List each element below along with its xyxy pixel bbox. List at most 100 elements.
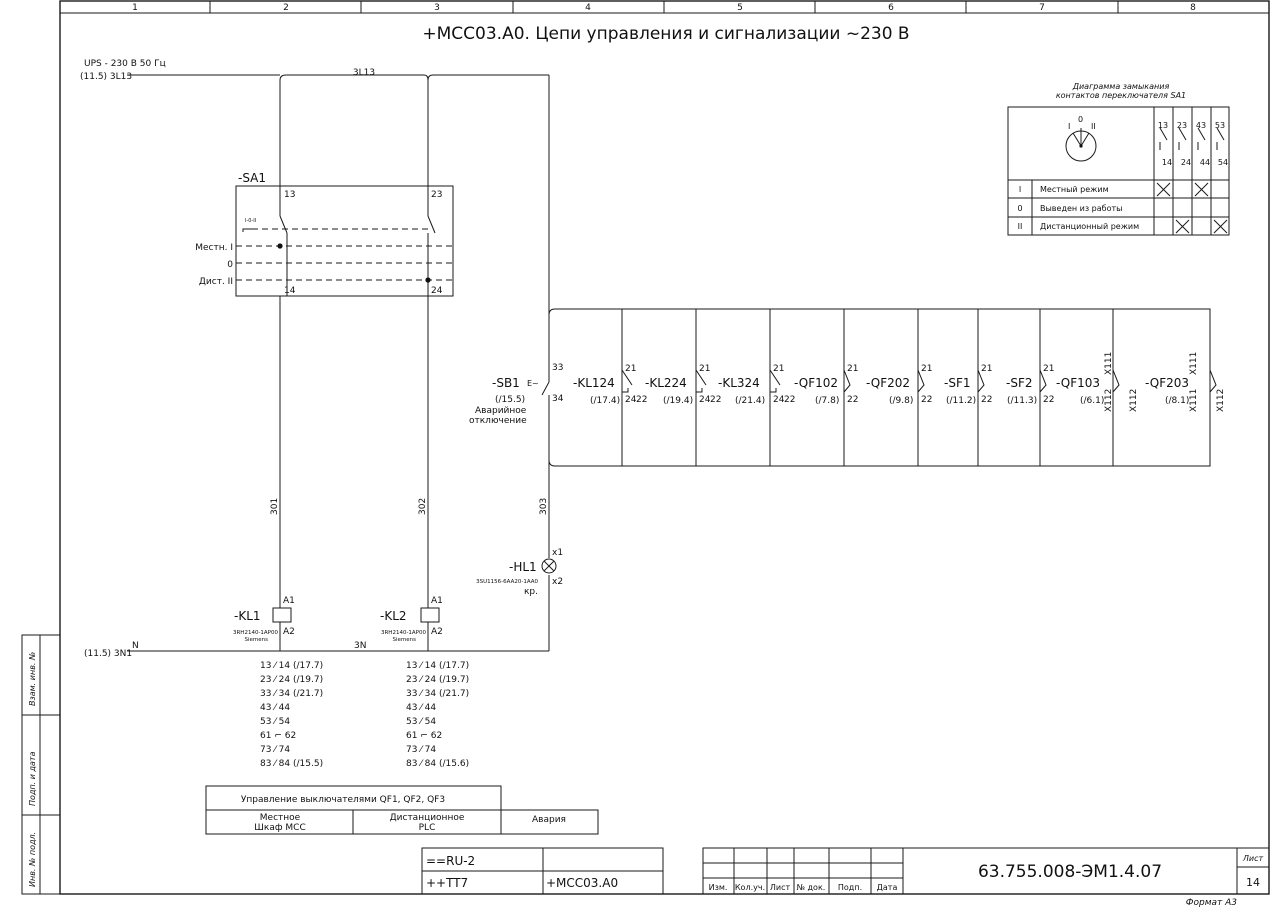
- side-stamp-labels: Взам. инв. № Подп. и дата Инв. № подл.: [28, 652, 37, 887]
- hl1-x2: x2: [552, 577, 563, 587]
- hl1-lamp: [541, 558, 557, 574]
- column-numbers: 1 2 3 4 5 6 7 8: [132, 3, 1196, 13]
- supply-ref: (11.5) 3L13: [80, 72, 132, 82]
- kl2-contact: 33 ⁄ 34 (/21.7): [406, 689, 469, 699]
- term-top: 53: [1215, 121, 1225, 130]
- dial-pos-I: I: [1068, 122, 1070, 131]
- row-label: Выведен из работы: [1040, 204, 1122, 213]
- row-pos: 0: [1017, 204, 1022, 213]
- kl2-tag: -KL2: [380, 609, 407, 623]
- sb1-tag: -SB1: [492, 376, 520, 390]
- supply-label: UPS - 230 В 50 Гц: [84, 59, 166, 69]
- contact-tag: -SF2: [1006, 376, 1032, 390]
- contact-ref: (/21.4): [735, 396, 765, 406]
- kl1-coil: [272, 607, 292, 623]
- column-number: 4: [585, 3, 591, 13]
- diagram-heading: Диаграмма замыкания: [1072, 82, 1170, 91]
- ref-tt: ++TT7: [426, 876, 468, 890]
- term-bottom: 14: [1162, 158, 1172, 167]
- kl2-contact: 53 ⁄ 54: [406, 717, 436, 727]
- kl2-contact: 13 ⁄ 14 (/17.7): [406, 661, 469, 671]
- hl1-tag: -HL1: [509, 560, 537, 574]
- sa1-pos-remote: Дист. II: [199, 277, 233, 287]
- hl1-color: кр.: [524, 587, 538, 597]
- contact-qf202: -QF202 (/9.8) 21 22: [866, 364, 932, 406]
- contact-term: 22: [847, 395, 858, 405]
- term-bottom: 54: [1218, 158, 1228, 167]
- contact-term: 24: [699, 395, 711, 405]
- kl1-contact: 43 ⁄ 44: [260, 703, 290, 713]
- neutral-ref: (11.5) 3N1: [84, 649, 132, 659]
- mode-table: [205, 785, 599, 835]
- contact-term: 21: [847, 364, 858, 374]
- wire-numbers: 301 302 303 (11.5) 3N1 N 3N: [84, 498, 549, 659]
- sa1-pos-local: Местн. I: [195, 243, 233, 253]
- contact-tag: -QF203: [1145, 376, 1189, 390]
- term-bottom: 44: [1200, 158, 1210, 167]
- x-terminal: X112: [1104, 389, 1114, 412]
- term-top: 43: [1196, 121, 1206, 130]
- kl1-contact: 73 ⁄ 74: [260, 745, 290, 755]
- contact-tag: -QF103: [1056, 376, 1100, 390]
- sheet-title: +MCC03.A0. Цепи управления и сигнализаци…: [422, 24, 909, 44]
- contact-rails: [548, 308, 1211, 467]
- contact-term: 24: [773, 395, 785, 405]
- sb1-term-34: 34: [552, 394, 564, 404]
- column-number: 3: [434, 3, 440, 13]
- contact-ref: (/7.8): [815, 396, 839, 406]
- contact-tag: -KL124: [573, 376, 615, 390]
- sb1-labels: 33 34 -SB1 E~ (/15.5) Аварийное отключен…: [469, 363, 564, 426]
- x-terminal: X111: [1189, 389, 1199, 412]
- contact-term: 21: [921, 364, 932, 374]
- kl2-contact: 73 ⁄ 74: [406, 745, 436, 755]
- kl2-contact: 83 ⁄ 84 (/15.6): [406, 759, 469, 769]
- kl2-maker: Siemens: [393, 637, 417, 643]
- contact-tag: -QF102: [794, 376, 838, 390]
- kl1-contact: 23 ⁄ 24 (/19.7): [260, 675, 323, 685]
- kl1-a2: A2: [283, 627, 295, 637]
- col-label: Кол.уч.: [735, 883, 765, 892]
- mode-alarm: Авария: [532, 815, 566, 825]
- sa1-pos-zero: 0: [227, 260, 233, 270]
- contact-term: 22: [636, 395, 647, 405]
- side-stamp: Взам. инв. №: [28, 652, 37, 706]
- sb1-desc-2: отключение: [469, 416, 527, 426]
- mode-local: Местное: [260, 813, 301, 823]
- kl1-contact: 53 ⁄ 54: [260, 717, 290, 727]
- kl1-contact-list: 13 ⁄ 14 (/17.7) 23 ⁄ 24 (/19.7) 33 ⁄ 34 …: [260, 661, 323, 769]
- term-top: 13: [1158, 121, 1168, 130]
- supply-wiring: [127, 74, 550, 372]
- contact-ref: (/11.3): [1007, 396, 1037, 406]
- contact-term: 21: [1043, 364, 1054, 374]
- wire-301: 301: [270, 498, 280, 515]
- contact-kl324: -KL324 (/21.4) 21 24 22: [718, 364, 795, 406]
- x-terminal: X111: [1189, 352, 1199, 375]
- sheet-frame: [59, 0, 1270, 895]
- diagram-heading: контактов переключателя SA1: [1056, 91, 1186, 100]
- contact-qf203: -QF203 (/8.1) X111 X111 X112: [1145, 352, 1226, 412]
- sa1-diagram-table: [1007, 106, 1230, 236]
- term-top: 23: [1177, 121, 1187, 130]
- mode-table-labels: Управление выключателями QF1, QF2, QF3 М…: [241, 795, 566, 833]
- row-pos: I: [1019, 185, 1021, 194]
- dial-pos-0: 0: [1078, 115, 1083, 124]
- contact-term: 21: [699, 364, 710, 374]
- kl2-a2: A2: [431, 627, 443, 637]
- hl1-part: 3SU1156-6AA20-1AA0: [476, 579, 538, 585]
- contact-ref: (/6.1): [1080, 396, 1104, 406]
- row-pos: II: [1018, 222, 1023, 231]
- title-block: [421, 847, 1270, 895]
- kl2-contact-list: 13 ⁄ 14 (/17.7) 23 ⁄ 24 (/19.7) 33 ⁄ 34 …: [406, 661, 469, 769]
- kl2-coil: [420, 607, 440, 623]
- kl1-a1: A1: [283, 596, 295, 606]
- contact-term: 22: [1043, 395, 1054, 405]
- x-terminal: X112: [1216, 389, 1226, 412]
- contact-group: -KL124 (/17.4) 21 24 22 -KL224 (/19.4) 2…: [573, 352, 1226, 412]
- column-number: 1: [132, 3, 138, 13]
- contact-sf2: -SF2 (/11.3) 21 22: [1006, 364, 1054, 406]
- contact-kl224: -KL224 (/19.4) 21 24 22: [645, 364, 721, 406]
- kl1-tag: -KL1: [234, 609, 261, 623]
- sheet-number: 14: [1246, 876, 1260, 889]
- kl2-part: 3RH2140-1AP00: [381, 630, 427, 636]
- contact-ref: (/11.2): [946, 396, 976, 406]
